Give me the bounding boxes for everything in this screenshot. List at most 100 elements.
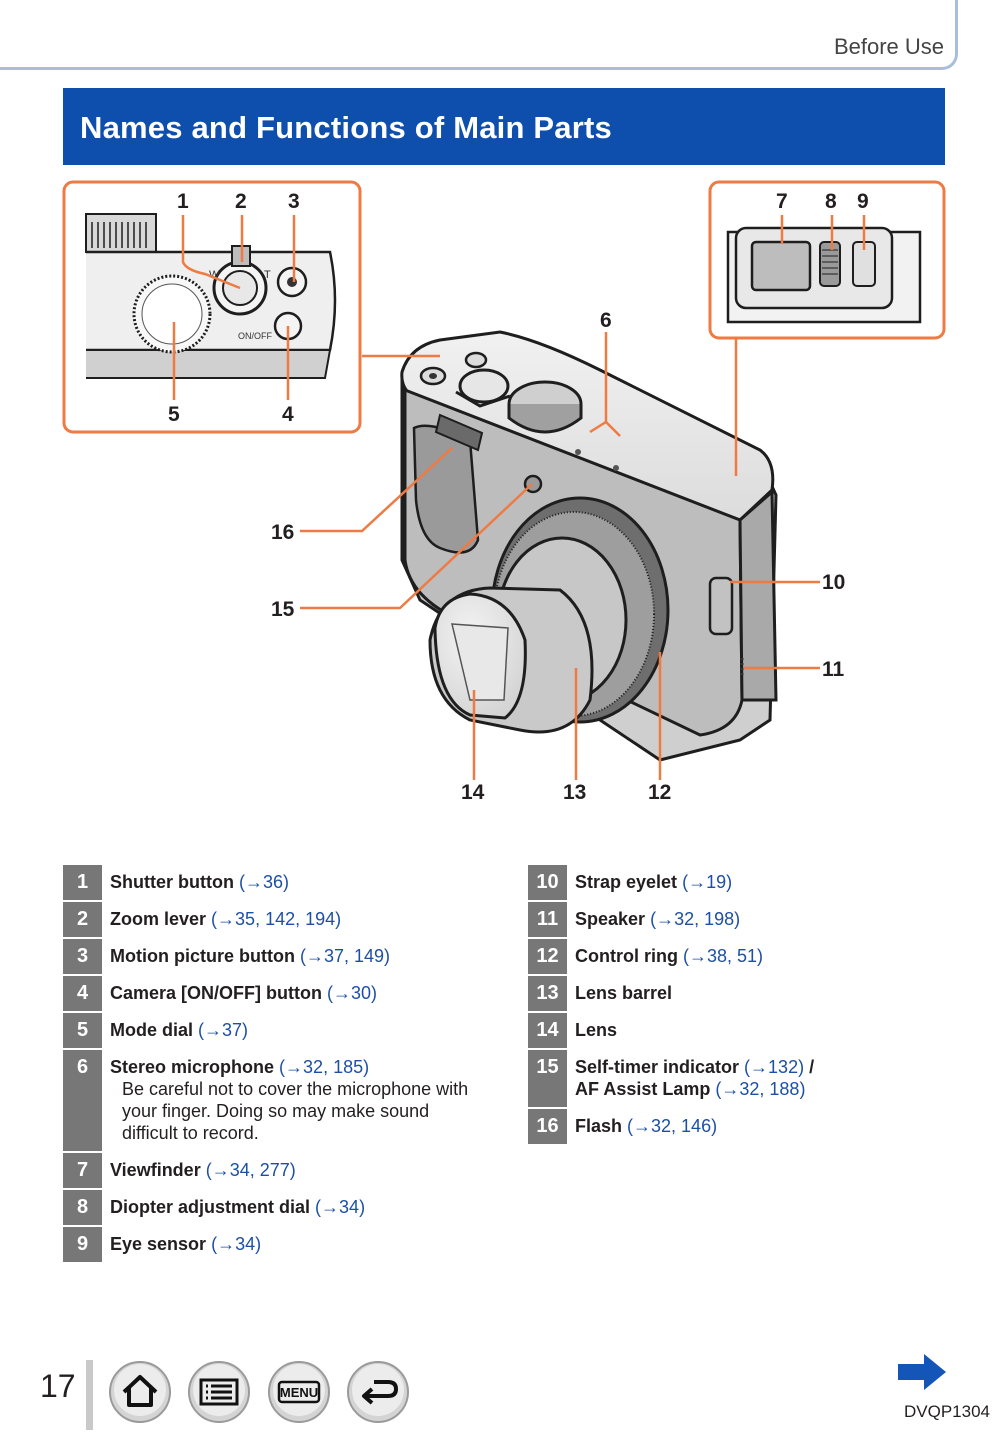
camera-parts-diagram: W T ON/OFF	[62, 180, 946, 804]
part-name: Self-timer indicator	[575, 1057, 740, 1077]
menu-button[interactable]: MENU	[267, 1360, 331, 1424]
table-row: 1 Shutter button (→36)	[63, 865, 483, 902]
next-page-arrow-icon	[898, 1354, 946, 1390]
callout-9: 9	[857, 190, 869, 213]
parts-table-left: 1 Shutter button (→36) 2 Zoom lever (→35…	[63, 865, 483, 1264]
callout-6: 6	[600, 309, 612, 332]
next-page-button[interactable]	[896, 1352, 948, 1392]
back-button[interactable]	[346, 1360, 410, 1424]
part-name: Lens	[575, 1020, 618, 1040]
page-reference-link[interactable]: (→36)	[239, 872, 290, 892]
callout-4: 4	[282, 403, 294, 426]
callout-15: 15	[271, 598, 295, 621]
table-row: 13 Lens barrel	[528, 976, 948, 1013]
home-button[interactable]	[108, 1360, 172, 1424]
zoom-t-label: T	[264, 269, 271, 281]
header-frame	[0, 0, 958, 70]
page-reference-link[interactable]: (→35, 142, 194)	[211, 909, 342, 929]
footer-divider	[86, 1360, 93, 1430]
separator: /	[804, 1057, 815, 1077]
page-reference-link[interactable]: (→32, 198)	[650, 909, 741, 929]
part-number: 9	[63, 1227, 102, 1262]
table-row: 3 Motion picture button (→37, 149)	[63, 939, 483, 976]
menu-icon: MENU	[277, 1380, 321, 1404]
page-reference-link[interactable]: (→32, 188)	[715, 1079, 806, 1099]
part-name: Eye sensor	[110, 1234, 207, 1254]
table-row: 4 Camera [ON/OFF] button (→30)	[63, 976, 483, 1013]
part-name: Camera [ON/OFF] button	[110, 983, 322, 1003]
table-row: 5 Mode dial (→37)	[63, 1013, 483, 1050]
page-reference-link[interactable]: (→34)	[315, 1197, 366, 1217]
callout-8: 8	[825, 190, 837, 213]
part-number: 16	[528, 1109, 567, 1144]
page-reference-link[interactable]: (→38, 51)	[683, 946, 764, 966]
page-reference-link[interactable]: (→132)	[744, 1057, 805, 1077]
leader-lines	[172, 215, 866, 780]
part-name: Zoom lever	[110, 909, 207, 929]
table-row: 10 Strap eyelet (→19)	[528, 865, 948, 902]
part-name: Stereo microphone	[110, 1057, 275, 1077]
part-note: Be careful not to cover the microphone w…	[122, 1079, 469, 1143]
table-row: 2 Zoom lever (→35, 142, 194)	[63, 902, 483, 939]
table-row: 11 Speaker (→32, 198)	[528, 902, 948, 939]
title-bar: Names and Functions of Main Parts	[63, 88, 945, 165]
table-row: 14 Lens	[528, 1013, 948, 1050]
part-name: Flash	[575, 1116, 623, 1136]
page-reference-link[interactable]: (→19)	[682, 872, 733, 892]
parts-table-right: 10 Strap eyelet (→19) 11 Speaker (→32, 1…	[528, 865, 948, 1146]
callout-2: 2	[235, 190, 247, 213]
part-name: Lens barrel	[575, 983, 673, 1003]
part-number: 6	[63, 1050, 102, 1151]
page-reference-link[interactable]: (→32, 185)	[279, 1057, 370, 1077]
top-view-inset: W T ON/OFF	[62, 180, 362, 434]
part-number: 14	[528, 1013, 567, 1048]
back-icon	[362, 1380, 399, 1405]
part-name: Mode dial	[110, 1020, 194, 1040]
page-reference-link[interactable]: (→37)	[198, 1020, 249, 1040]
part-number: 1	[63, 865, 102, 900]
part-name: Diopter adjustment dial	[110, 1197, 311, 1217]
part-number: 10	[528, 865, 567, 900]
contents-button[interactable]	[187, 1360, 251, 1424]
zoom-w-label: W	[209, 269, 220, 281]
part-name-secondary: AF Assist Lamp	[575, 1079, 711, 1099]
table-row: 6 Stereo microphone (→32, 185) Be carefu…	[63, 1050, 483, 1153]
callout-5: 5	[168, 403, 180, 426]
callout-1: 1	[177, 190, 189, 213]
part-number: 8	[63, 1190, 102, 1225]
contents-list-icon	[199, 1378, 239, 1406]
part-name: Viewfinder	[110, 1160, 201, 1180]
number-callouts: 1 2 3 4 5 6 7 8 9 10 11 12 13 14 15 16	[168, 190, 869, 804]
callout-7: 7	[776, 190, 788, 213]
part-name: Shutter button	[110, 872, 234, 892]
table-row: 8 Diopter adjustment dial (→34)	[63, 1190, 483, 1227]
page-number: 17	[40, 1368, 76, 1404]
page-reference-link[interactable]: (→34)	[211, 1234, 262, 1254]
table-row: 16 Flash (→32, 146)	[528, 1109, 948, 1146]
page-reference-link[interactable]: (→37, 149)	[299, 946, 391, 966]
table-row: 15 Self-timer indicator (→132) / AF Assi…	[528, 1050, 948, 1109]
page-reference-link[interactable]: (→34, 277)	[205, 1160, 296, 1180]
part-name: Speaker	[575, 909, 646, 929]
part-number: 4	[63, 976, 102, 1011]
callout-12: 12	[648, 781, 671, 804]
callout-14: 14	[461, 781, 485, 804]
part-number: 3	[63, 939, 102, 974]
page-reference-link[interactable]: (→32, 146)	[627, 1116, 718, 1136]
home-icon	[122, 1375, 158, 1407]
part-number: 15	[528, 1050, 567, 1107]
part-number: 2	[63, 902, 102, 937]
part-number: 7	[63, 1153, 102, 1188]
table-row: 7 Viewfinder (→34, 277)	[63, 1153, 483, 1190]
callout-11: 11	[822, 658, 845, 681]
page-reference-link[interactable]: (→30)	[327, 983, 378, 1003]
section-label: Before Use	[833, 34, 944, 59]
part-number: 12	[528, 939, 567, 974]
callout-13: 13	[563, 781, 586, 804]
callout-16: 16	[271, 521, 294, 544]
part-number: 5	[63, 1013, 102, 1048]
part-number: 11	[528, 902, 567, 937]
table-row: 12 Control ring (→38, 51)	[528, 939, 948, 976]
page-title: Names and Functions of Main Parts	[80, 110, 612, 145]
onoff-label: ON/OFF	[238, 331, 272, 341]
